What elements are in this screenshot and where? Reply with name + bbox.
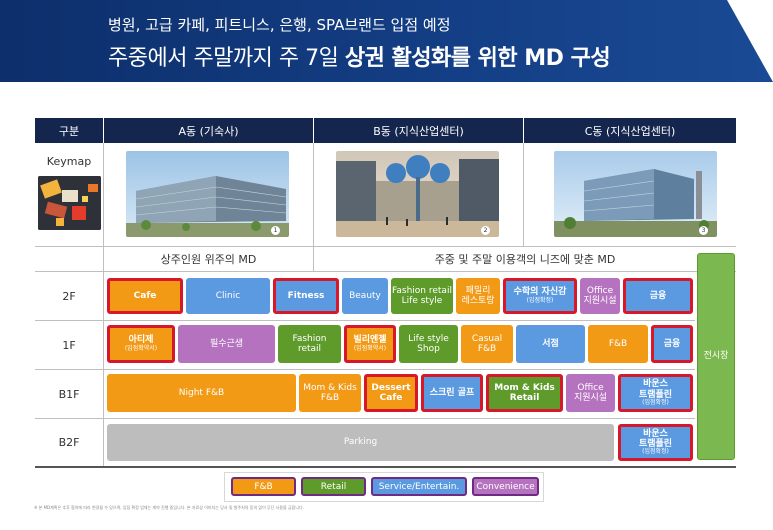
table-header-label: 구분 [35, 118, 103, 143]
row-label-keymap: Keymap [46, 154, 92, 168]
tenant-exhibition-hall: 전시장 [697, 253, 735, 460]
header-notch [727, 0, 773, 82]
header-banner [0, 0, 773, 82]
header-title-regular: 주중에서 주말까지 주 7일 [108, 46, 345, 71]
tenant-cafe: Cafe [107, 278, 183, 314]
building-b-photo [336, 151, 499, 237]
column-divider [523, 143, 524, 246]
building-c-photo [554, 151, 717, 237]
column-divider [103, 143, 104, 466]
legend-convenience: Convenience [472, 477, 539, 496]
row-divider [35, 320, 695, 321]
legend-retail: Retail [301, 477, 366, 496]
tenant-finance-2f: 금융 [623, 278, 693, 314]
tenant-math-confidence: 수학의 자신감(입점확정) [503, 278, 577, 314]
legend-service: Service/Entertain. [371, 477, 467, 496]
table-header-c: C동 (지식산업센터) [524, 118, 736, 143]
tenant-bookstore: 서점 [516, 325, 585, 363]
description-bc: 주중 및 주말 이용객의 니즈에 맞춘 MD [434, 253, 616, 266]
header-title-bold: 상권 활성화를 위한 MD 구성 [344, 46, 611, 71]
description-a: 상주인원 위주의 MD [160, 253, 257, 266]
row-divider [35, 246, 736, 247]
tenant-billy-angel: 빌리엔젤(입점확약서) [344, 325, 396, 363]
row-label-1f: 1F [62, 338, 76, 352]
row-label-b1f: B1F [58, 387, 80, 401]
tenant-artisee: 아티제(입점확약서) [107, 325, 175, 363]
row-divider [35, 369, 695, 370]
row-label-2f: 2F [62, 289, 76, 303]
row-label-b2f: B2F [58, 436, 80, 449]
photo-badge-c: 3 [699, 226, 708, 235]
photo-badge-a: 1 [271, 226, 280, 235]
column-divider [313, 143, 314, 271]
table-header-a: A동 (기숙사) [104, 118, 313, 143]
header-subtitle: 병원, 고급 카페, 피트니스, 은행, SPA브랜드 입점 예정 [108, 16, 451, 34]
tenant-fb-1f: F&B [588, 325, 648, 363]
table-bottom-rule [35, 466, 736, 468]
building-a-photo [126, 151, 289, 237]
footnote: ※ 본 MD계획은 추후 협의에 따라 변경될 수 있으며, 입점 확정 업체는… [34, 505, 304, 510]
tenant-screen-golf: 스크린 골프 [421, 374, 483, 412]
tenant-finance-1f: 금융 [651, 325, 693, 363]
tenant-beauty: Beauty [342, 278, 388, 314]
row-divider [35, 271, 736, 272]
photo-badge-b: 2 [481, 226, 490, 235]
table-header-b: B동 (지식산업센터) [314, 118, 523, 143]
legend-fb: F&B [231, 477, 296, 496]
tenant-clinic: Clinic [186, 278, 270, 314]
tenant-night-fb: Night F&B [107, 374, 296, 412]
keymap-site-plan [38, 176, 101, 230]
header-title: 주중에서 주말까지 주 7일 상권 활성화를 위한 MD 구성 [108, 40, 611, 72]
tenant-fitness: Fitness [273, 278, 339, 314]
tenant-necessity: 필수근생 [178, 325, 275, 363]
row-divider [35, 418, 695, 419]
tenant-parking: Parking [107, 424, 614, 461]
